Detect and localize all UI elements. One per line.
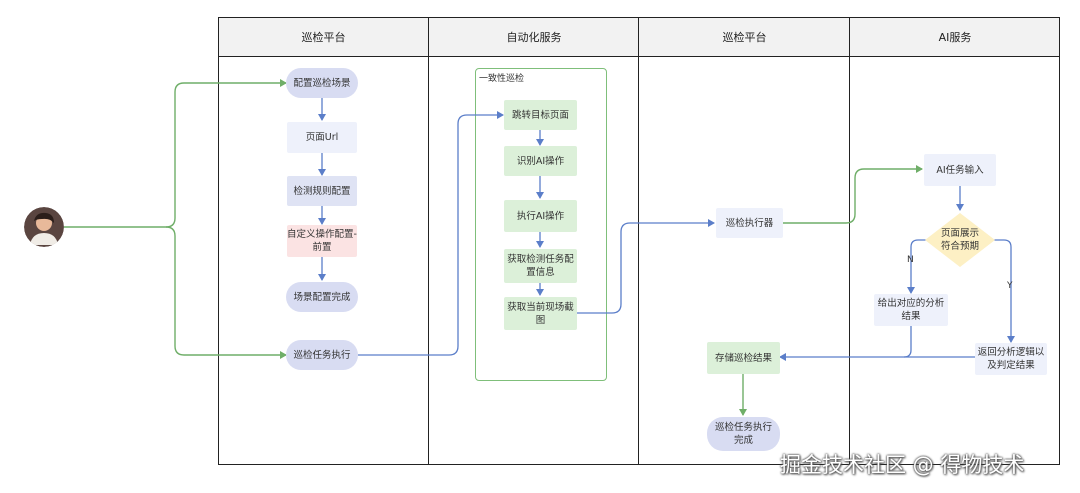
person-icon — [24, 207, 64, 247]
user-avatar — [24, 207, 64, 247]
node-page-url: 页面Url — [287, 122, 357, 153]
node-return-logic: 返回分析逻辑以 及判定结果 — [975, 343, 1047, 375]
node-get-task-conf: 获取检测任务配 置信息 — [504, 249, 577, 283]
lane-title: 巡检平台 — [301, 30, 346, 44]
node-decision: 页面展示 符合预期 — [940, 228, 979, 252]
node-scene-done: 场景配置完成 — [286, 282, 358, 312]
node-give-result: 给出对应的分析 结果 — [874, 294, 948, 326]
node-identify-ai: 识别AI操作 — [504, 146, 577, 176]
lane-divider — [849, 17, 850, 465]
node-task-exec: 巡检任务执行 — [286, 340, 358, 370]
lane-header-automation-service: 自动化服务 — [429, 17, 639, 57]
lane-header-patrol-platform-2: 巡检平台 — [639, 17, 850, 57]
node-exec-ai: 执行AI操作 — [504, 200, 577, 232]
lane-title: 巡检平台 — [722, 30, 767, 44]
lane-title: 自动化服务 — [506, 30, 562, 44]
node-custom-pre: 自定义操作配置- 前置 — [287, 225, 357, 257]
node-task-done: 巡检任务执行 完成 — [707, 417, 780, 451]
node-jump-page: 跳转目标页面 — [504, 100, 577, 130]
node-ai-input: AI任务输入 — [924, 154, 996, 186]
lane-title: AI服务 — [938, 30, 972, 44]
lane-divider — [428, 17, 429, 465]
node-executor: 巡检执行器 — [716, 208, 783, 238]
edge-label-yes: Y — [1007, 281, 1013, 291]
group-label: 一致性巡检 — [479, 74, 525, 84]
node-detect-rules: 检测规则配置 — [287, 176, 357, 206]
edge-label-no: N — [907, 255, 914, 265]
watermark: 掘金技术社区 @ 得物技术 — [780, 453, 1025, 477]
node-get-screenshot: 获取当前现场截 图 — [504, 297, 577, 330]
lane-header-patrol-platform-1: 巡检平台 — [218, 17, 429, 57]
lane-divider — [638, 17, 639, 465]
lane-header-ai-service: AI服务 — [850, 17, 1060, 57]
node-config-scene: 配置巡检场景 — [286, 68, 358, 98]
node-store-result: 存储巡检结果 — [707, 342, 780, 374]
